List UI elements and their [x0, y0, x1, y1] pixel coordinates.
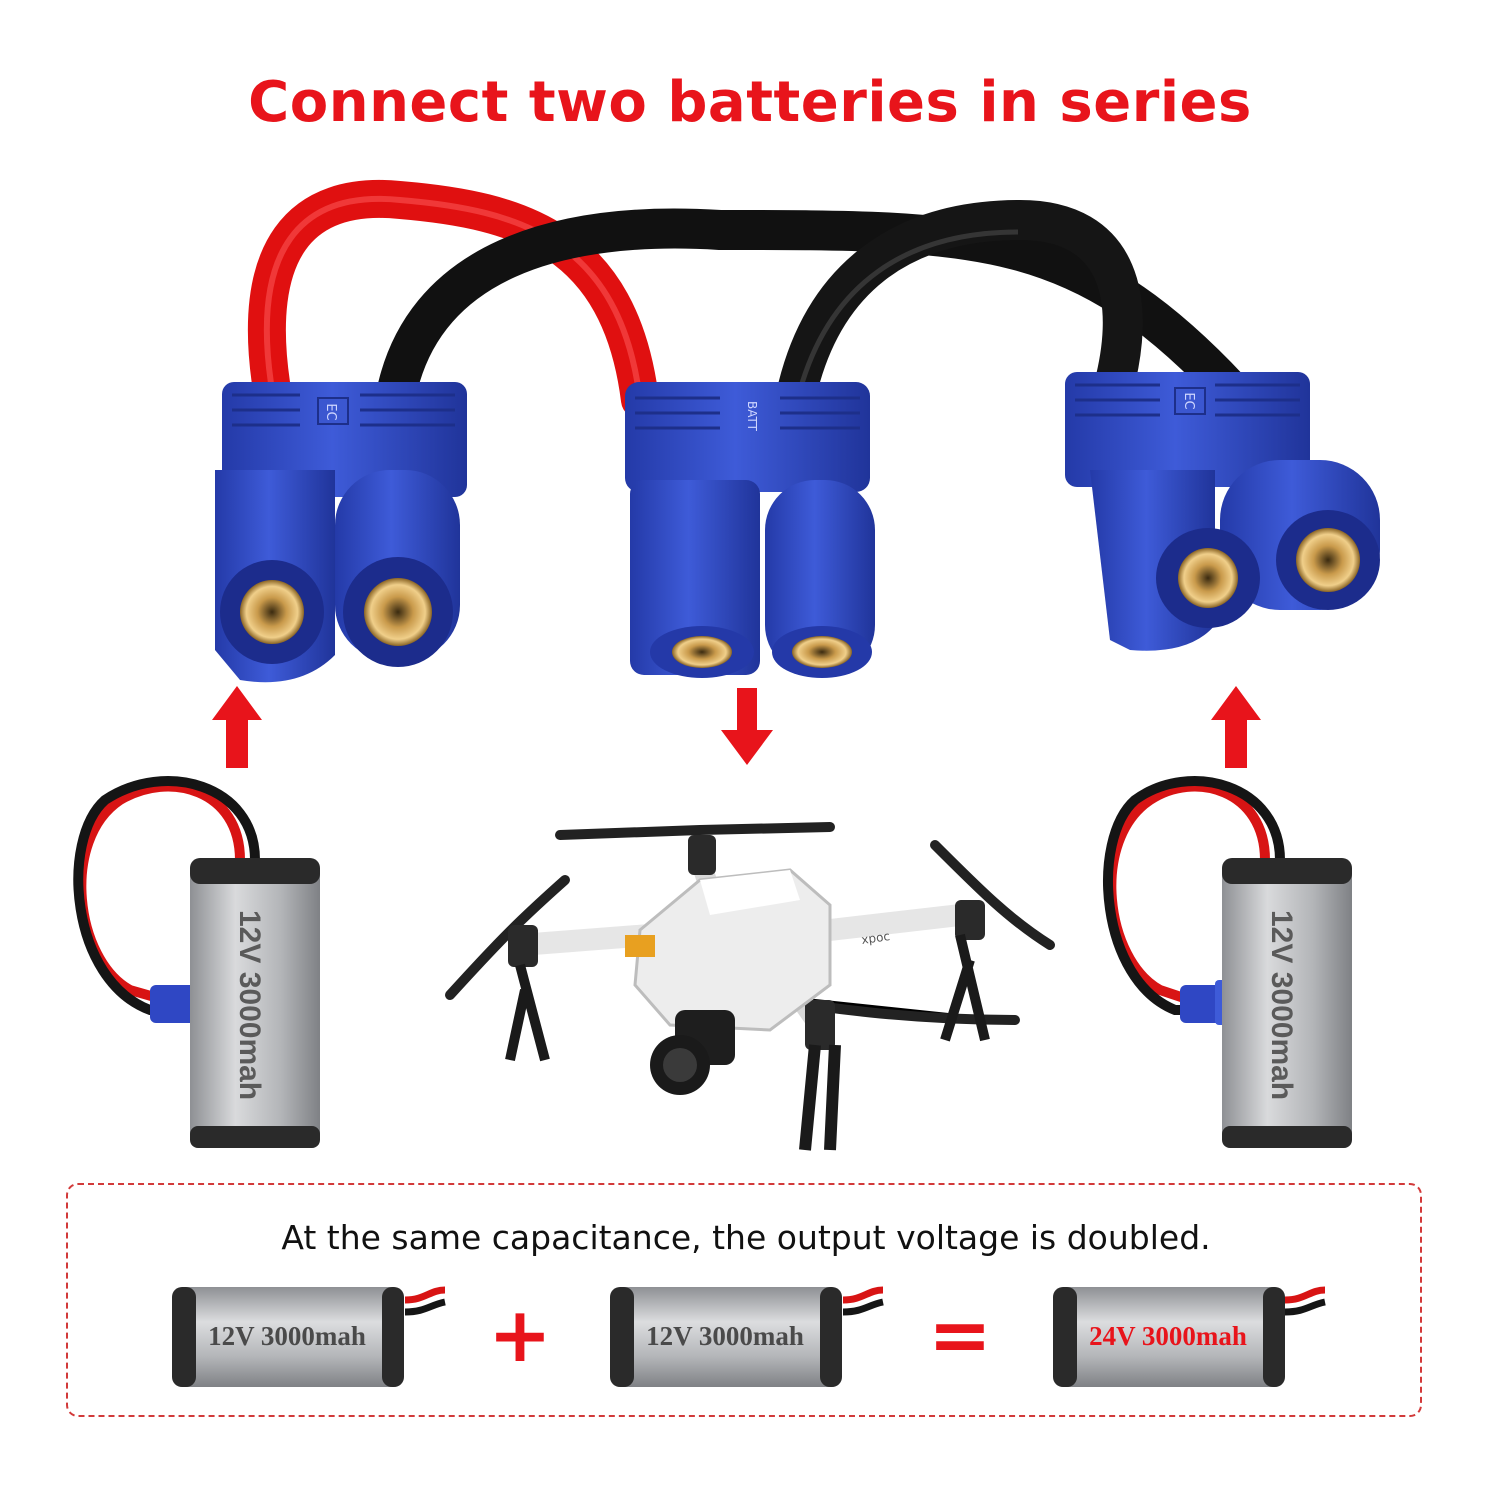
- arrow-up-icon: [1211, 686, 1261, 768]
- page-title: Connect two batteries in series: [248, 70, 1252, 135]
- equation-battery-a-label: 12V 3000mah: [208, 1321, 366, 1351]
- right-battery-label: 12V 3000mah: [1265, 910, 1298, 1100]
- arrow-down-icon: [721, 688, 773, 765]
- right-battery: [1103, 776, 1352, 1148]
- arrow-up-icon: [212, 686, 262, 768]
- equals-sign: =: [928, 1290, 992, 1379]
- equation-battery-result: [1053, 1286, 1326, 1387]
- drone-image: [445, 822, 1055, 1151]
- summary-box: [66, 1183, 1422, 1417]
- right-ec5-connector: [1065, 372, 1380, 651]
- summary-caption: At the same capacitance, the output volt…: [281, 1218, 1211, 1257]
- left-ec5-connector: [215, 382, 467, 683]
- equation-result-label: 24V 3000mah: [1089, 1321, 1247, 1351]
- equation-battery-b: [610, 1286, 884, 1387]
- plus-sign: +: [488, 1290, 552, 1379]
- wire-harness: [247, 179, 1250, 420]
- left-battery-label: 12V 3000mah: [233, 910, 266, 1100]
- middle-ec5-connector: [625, 382, 875, 678]
- left-connector-badge: EC: [323, 403, 338, 420]
- right-connector-badge: EC: [1181, 392, 1196, 409]
- equation-battery-b-label: 12V 3000mah: [646, 1321, 804, 1351]
- drone-brand-text: xpoc: [860, 929, 890, 947]
- left-battery: [73, 776, 320, 1148]
- middle-connector-badge: BATT: [745, 401, 759, 432]
- equation-battery-a: [172, 1286, 446, 1387]
